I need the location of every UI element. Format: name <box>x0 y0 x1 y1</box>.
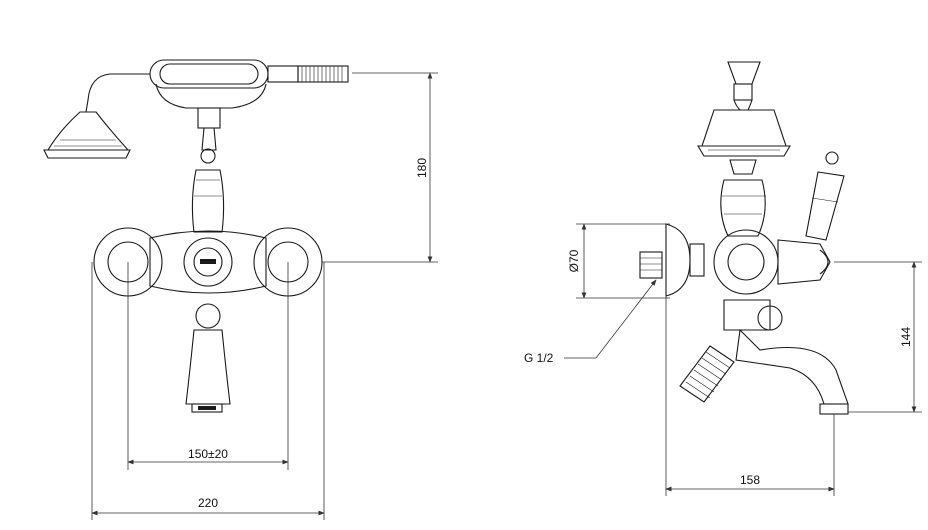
side-spout <box>679 299 849 415</box>
side-lever <box>805 151 845 241</box>
thread-callout: G 1/2 <box>524 279 657 365</box>
dimension-158: 158 <box>665 296 835 496</box>
dimension-180: 180 <box>322 72 438 263</box>
dim-220-label: 220 <box>198 496 218 510</box>
dimension-220: 220 <box>91 262 325 520</box>
wall-plate <box>639 223 691 297</box>
side-hose-connector <box>679 345 735 403</box>
dimension-diameter: Ø70 <box>567 223 670 299</box>
side-column <box>720 159 766 237</box>
dimension-150: 150±20 <box>127 262 289 470</box>
dim-180-label: 180 <box>415 158 429 178</box>
side-view: Ø70 G 1/2 144 158 <box>524 61 922 496</box>
thread-label: G 1/2 <box>524 351 554 365</box>
dim-diameter-label: Ø70 <box>567 249 581 272</box>
hand-shower <box>43 59 349 159</box>
central-column <box>191 107 225 233</box>
side-hand-shower <box>697 61 791 157</box>
front-view: 180 150±20 220 <box>43 59 438 520</box>
hose-coil <box>297 65 349 83</box>
dim-158-label: 158 <box>740 473 760 487</box>
dimension-144: 144 <box>834 261 922 413</box>
dim-150-label: 150±20 <box>188 447 228 461</box>
front-spout <box>185 303 231 413</box>
dim-144-label: 144 <box>899 327 913 347</box>
side-body <box>689 229 831 295</box>
